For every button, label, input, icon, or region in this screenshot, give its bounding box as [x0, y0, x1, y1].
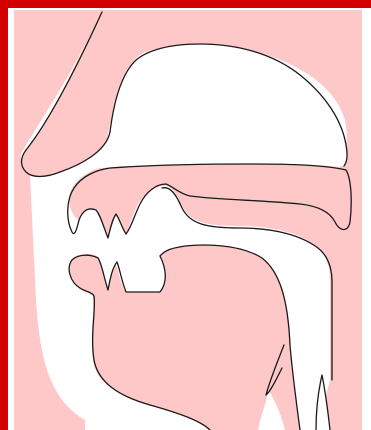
frame-border-top [0, 0, 371, 8]
frame-border-left [0, 0, 8, 430]
frame-border-right [363, 0, 371, 8]
